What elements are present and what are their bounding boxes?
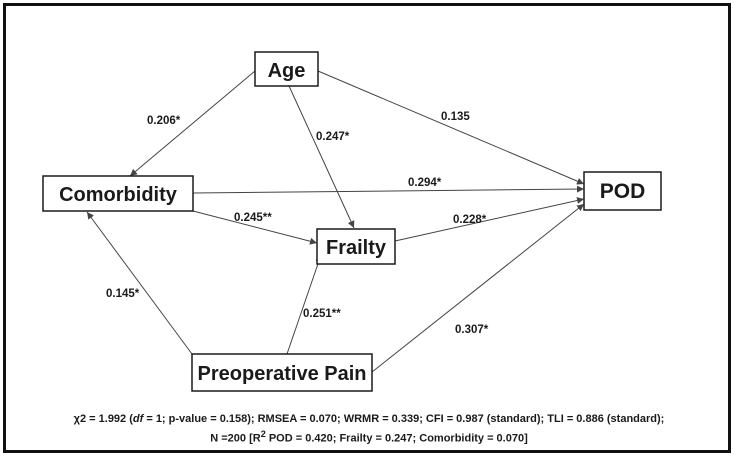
node-age-box xyxy=(254,51,319,87)
footer-n-prefix: N =200 [R xyxy=(210,432,261,445)
edge-labels: 0.206* 0.247* 0.135 0.294* 0.245** 0.228… xyxy=(106,111,489,336)
node-pod-box xyxy=(583,171,662,211)
edge-age-frailty xyxy=(288,85,355,229)
footer-df-label: df xyxy=(132,413,144,425)
node-pod: POD xyxy=(583,171,662,211)
edge-comorbidity-frailty xyxy=(192,210,318,245)
node-pain-label: Preoperative Pain xyxy=(198,363,367,385)
edge-label-frailty-pod: 0.228* xyxy=(453,214,487,226)
node-preoperative-pain: Preoperative Pain xyxy=(191,353,373,392)
edge-label-pain-pod: 0.307* xyxy=(455,324,489,336)
node-age-label: Age xyxy=(268,60,306,82)
edge-label-comorbidity-pod: 0.294* xyxy=(408,177,442,189)
model-fit-footer: χ2 = 1.992 (df = 1; p-value = 0.158); RM… xyxy=(6,412,732,447)
edge-label-age-frailty: 0.247* xyxy=(316,131,350,143)
node-comorbidity-label: Comorbidity xyxy=(59,184,178,206)
node-pain-box xyxy=(191,353,373,392)
footer-r2-superscript: 2 xyxy=(260,429,266,439)
node-comorbidity: Comorbidity xyxy=(42,175,194,212)
edge-label-comorbidity-frailty: 0.245** xyxy=(234,212,272,224)
node-pod-label: POD xyxy=(600,180,646,203)
node-frailty: Frailty xyxy=(316,228,396,265)
footer-fit-indices: = 1; p-value = 0.158); RMSEA = 0.070; WR… xyxy=(143,413,665,425)
footer-chi2: χ2 = 1.992 ( xyxy=(73,413,133,425)
footer-line-2: N =200 [R2 POD = 0.420; Frailty = 0.247;… xyxy=(6,427,732,447)
edge-frailty-pod xyxy=(394,197,585,242)
edge-pain-frailty xyxy=(286,254,323,355)
edge-label-pain-comorbidity: 0.145* xyxy=(106,288,140,300)
edge-pain-pod xyxy=(371,203,585,373)
edge-age-pod xyxy=(317,70,585,185)
edge-label-pain-frailty: 0.251** xyxy=(303,308,341,320)
footer-r2-values: POD = 0.420; Frailty = 0.247; Comorbidit… xyxy=(265,432,528,445)
edge-pain-comorbidity xyxy=(86,211,193,355)
edge-label-age-comorbidity: 0.206* xyxy=(147,115,181,127)
edge-age-comorbidity xyxy=(129,70,256,177)
figure-frame xyxy=(3,3,731,453)
node-comorbidity-box xyxy=(42,175,194,212)
node-frailty-label: Frailty xyxy=(326,237,387,259)
edges xyxy=(86,70,585,373)
node-age: Age xyxy=(254,51,319,87)
footer-line-1: χ2 = 1.992 (df = 1; p-value = 0.158); RM… xyxy=(6,412,732,427)
node-frailty-box xyxy=(316,228,396,265)
edge-label-age-pod: 0.135 xyxy=(441,111,470,123)
edge-comorbidity-pod xyxy=(192,185,585,194)
